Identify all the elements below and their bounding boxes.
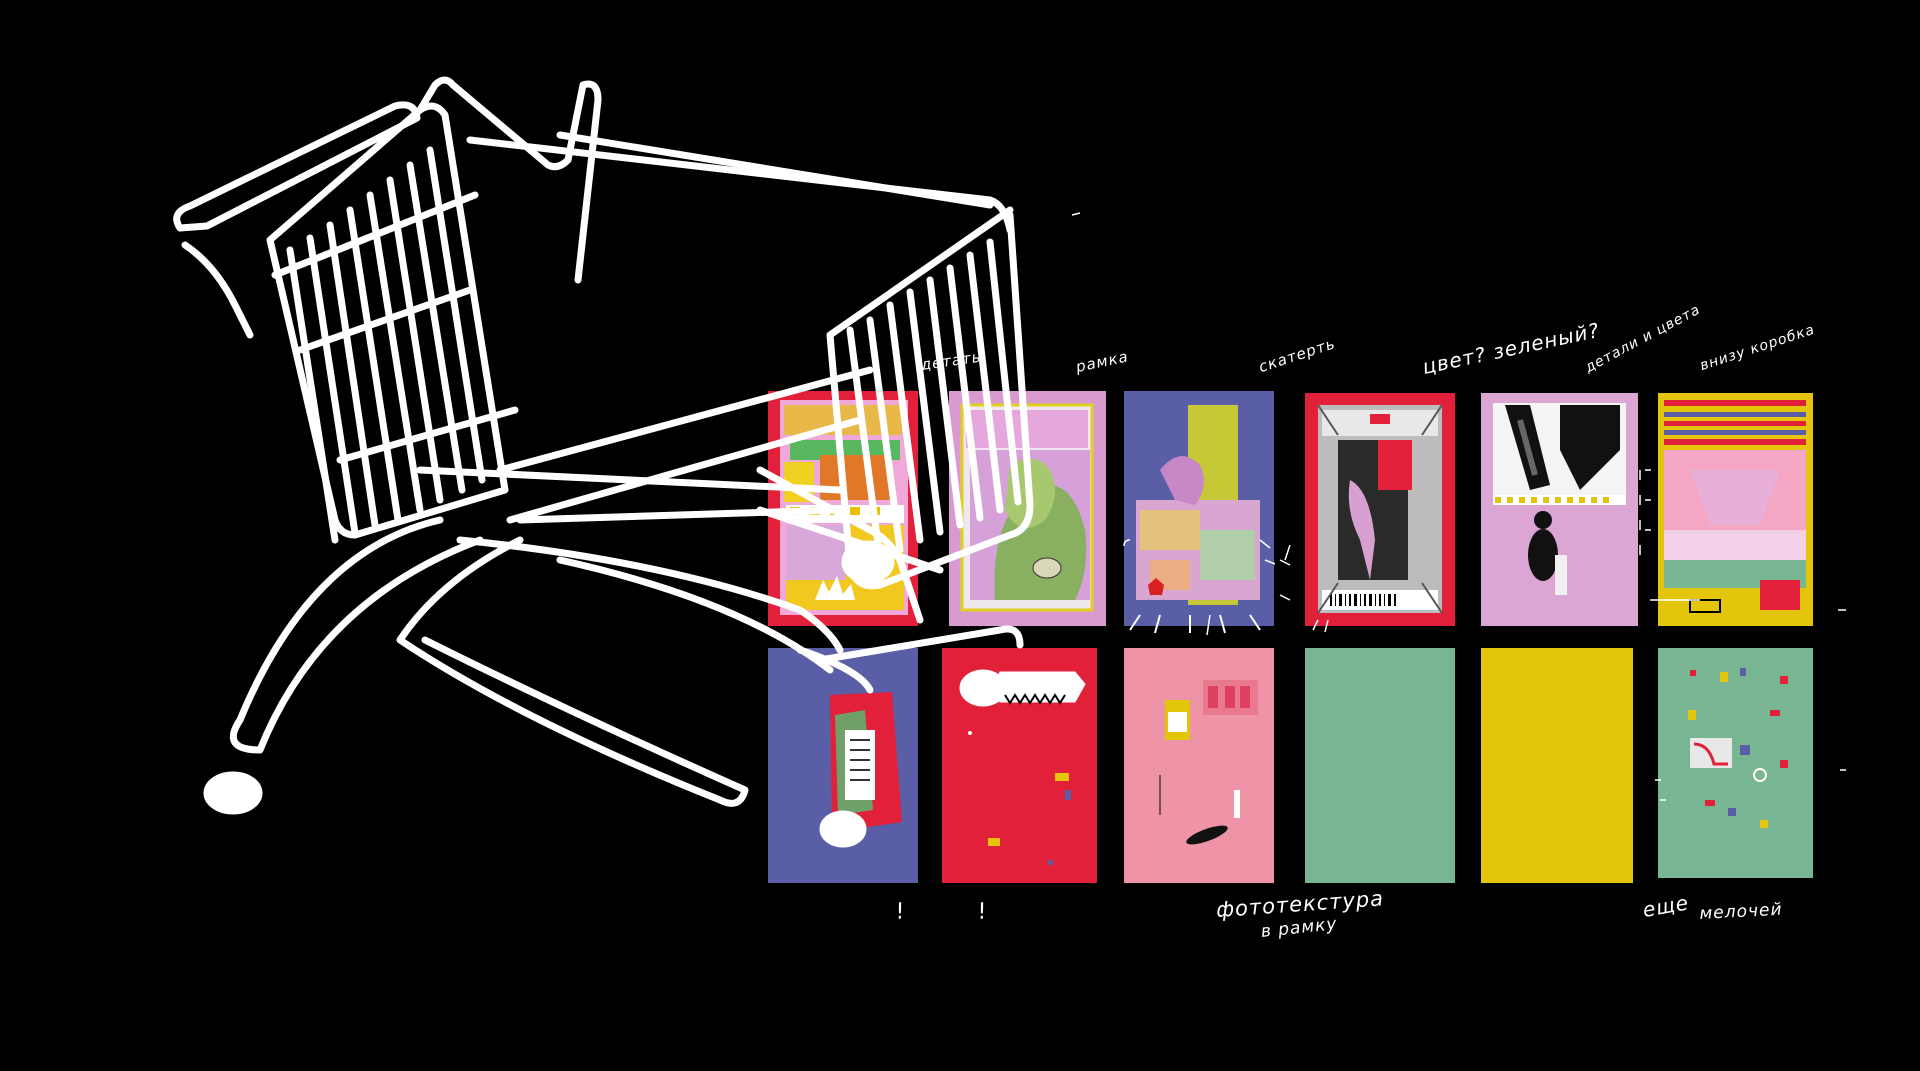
- cart-wheels: [203, 540, 1007, 848]
- poster-top-3: [1124, 391, 1274, 634]
- poster-top-4: [1305, 393, 1455, 626]
- poster-bottom-3: [1124, 648, 1274, 883]
- poster-bottom-4: [1305, 648, 1455, 883]
- poster-top-6: [1658, 393, 1813, 626]
- pencil-marks: [1071, 212, 1846, 801]
- egg-carton-sketch: [991, 671, 1086, 705]
- poster-bottom-6: [1658, 648, 1813, 878]
- poster-bottom-5: [1481, 648, 1633, 883]
- poster-top-5: [1481, 393, 1638, 626]
- poster-bottom-1: [768, 648, 918, 883]
